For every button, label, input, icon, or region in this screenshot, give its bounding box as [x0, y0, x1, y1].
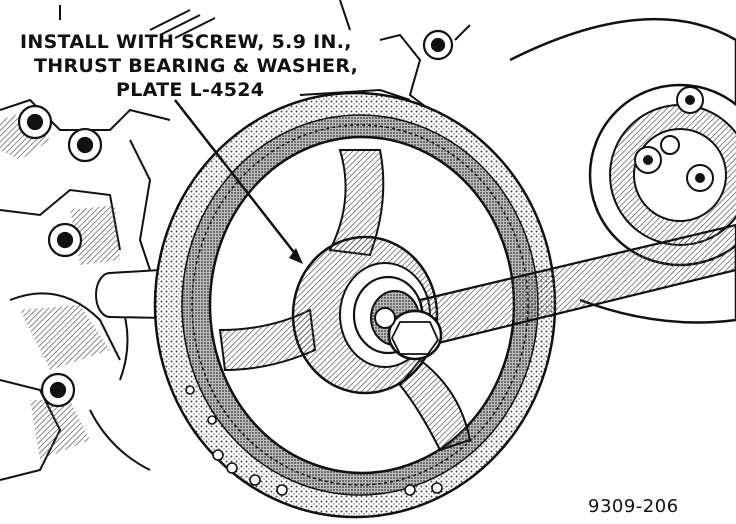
screw-head [387, 309, 443, 361]
block-boss [95, 268, 167, 320]
installer-tool [352, 223, 736, 361]
figure-number: 9309-206 [588, 496, 679, 517]
callout-leader [174, 99, 301, 261]
damper-spokes [218, 149, 472, 452]
timing-cover [59, 0, 471, 111]
damper-rim-holes [185, 385, 443, 496]
callout-line-3: PLATE L-4524 [116, 79, 265, 101]
callout-label: INSTALL WITH SCREW, 5.9 IN., THRUST BEAR… [20, 30, 360, 102]
callout-line-2: THRUST BEARING & WASHER, [34, 55, 359, 77]
water-pump-pulley [509, 17, 736, 324]
block-shading [0, 112, 120, 460]
callout-line-1: INSTALL WITH SCREW, 5.9 IN., [20, 31, 352, 53]
block-bolts [17, 29, 454, 408]
